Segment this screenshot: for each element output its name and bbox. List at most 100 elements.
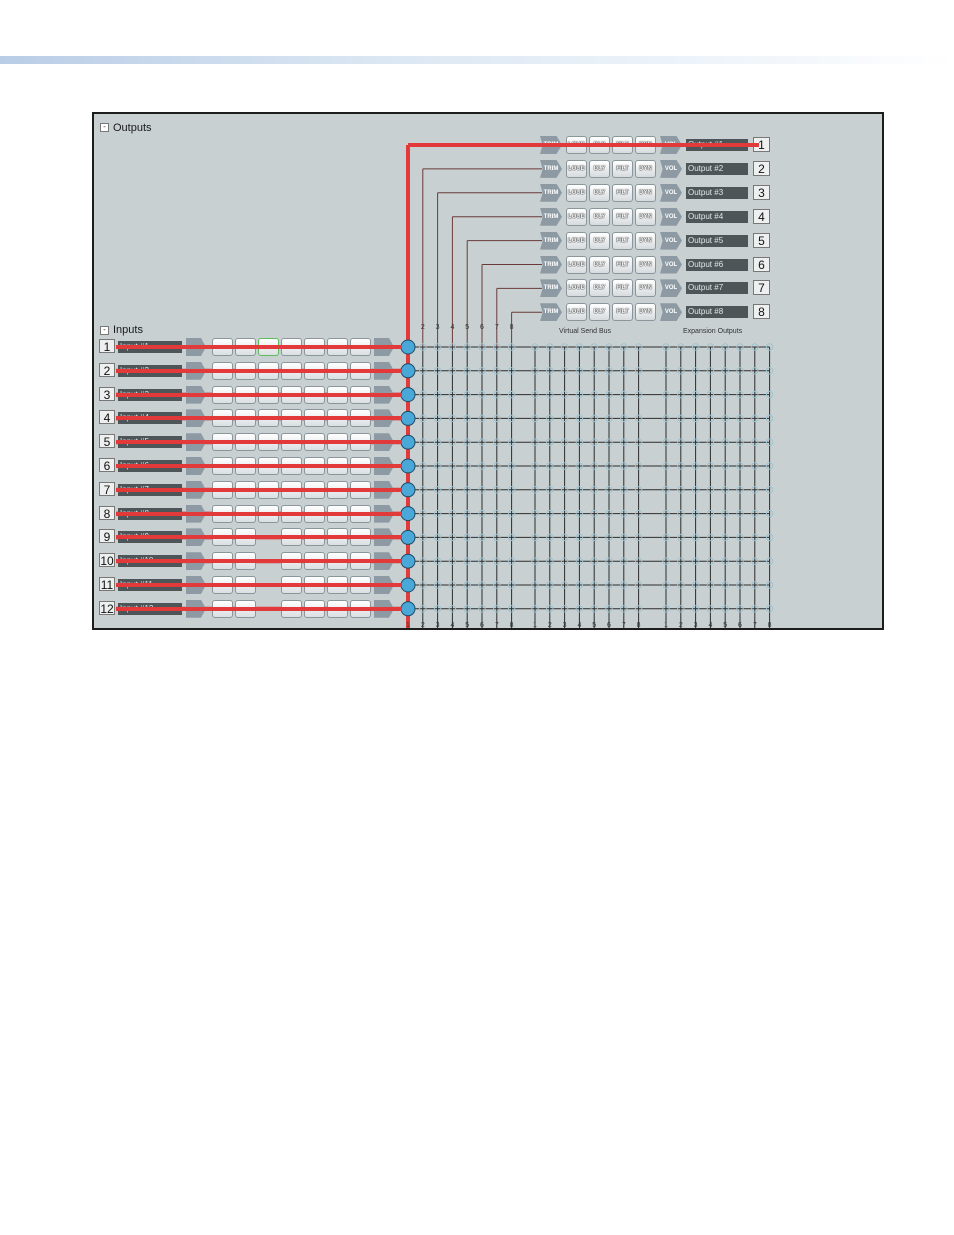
crosspoint-node[interactable] — [507, 486, 516, 494]
crosspoint-node[interactable] — [419, 462, 427, 470]
crosspoint-node[interactable] — [419, 509, 427, 518]
crosspoint-node[interactable] — [751, 557, 759, 565]
crosspoint-node[interactable] — [575, 509, 584, 518]
crosspoint-node[interactable] — [531, 343, 539, 351]
output-dly-block[interactable]: DLY — [589, 279, 610, 298]
crosspoint-node[interactable] — [531, 367, 539, 375]
route-node-active[interactable] — [400, 458, 416, 474]
crosspoint-node[interactable] — [751, 414, 759, 423]
output-trim-block[interactable]: TRIM — [540, 255, 562, 274]
crosspoint-node[interactable] — [736, 367, 744, 375]
output-dly-block[interactable]: DLY — [589, 183, 610, 202]
crosspoint-node[interactable] — [736, 605, 744, 613]
crosspoint-node[interactable] — [765, 581, 774, 589]
crosspoint-node[interactable] — [448, 557, 457, 565]
crosspoint-node[interactable] — [706, 581, 715, 589]
crosspoint-node[interactable] — [662, 557, 670, 565]
crosspoint-node[interactable] — [677, 486, 685, 494]
crosspoint-node[interactable] — [765, 605, 774, 613]
crosspoint-node[interactable] — [765, 414, 774, 423]
crosspoint-node[interactable] — [634, 509, 643, 518]
crosspoint-node[interactable] — [463, 581, 471, 589]
crosspoint-node[interactable] — [620, 438, 628, 446]
route-node-active[interactable] — [400, 601, 416, 617]
crosspoint-node[interactable] — [620, 533, 628, 542]
crosspoint-node[interactable] — [706, 605, 715, 613]
output-vol-block[interactable]: VOL — [660, 231, 682, 250]
crosspoint-node[interactable] — [620, 581, 628, 589]
crosspoint-node[interactable] — [463, 605, 471, 613]
crosspoint-node[interactable] — [765, 343, 774, 351]
crosspoint-node[interactable] — [662, 486, 670, 494]
crosspoint-node[interactable] — [575, 438, 584, 446]
output-trim-block[interactable]: TRIM — [540, 303, 562, 322]
crosspoint-node[interactable] — [448, 533, 457, 542]
crosspoint-node[interactable] — [448, 343, 457, 351]
crosspoint-node[interactable] — [575, 367, 584, 375]
route-node-active[interactable] — [400, 529, 416, 545]
crosspoint-node[interactable] — [736, 509, 744, 518]
crosspoint-node[interactable] — [677, 367, 685, 375]
crosspoint-node[interactable] — [721, 462, 729, 470]
crosspoint-node[interactable] — [691, 557, 700, 565]
crosspoint-node[interactable] — [433, 509, 442, 518]
crosspoint-node[interactable] — [507, 367, 516, 375]
crosspoint-node[interactable] — [736, 581, 744, 589]
output-trim-block[interactable]: TRIM — [540, 279, 562, 298]
crosspoint-node[interactable] — [531, 605, 539, 613]
crosspoint-node[interactable] — [706, 414, 715, 423]
crosspoint-node[interactable] — [605, 414, 613, 423]
crosspoint-node[interactable] — [605, 367, 613, 375]
crosspoint-node[interactable] — [736, 557, 744, 565]
crosspoint-node[interactable] — [706, 509, 715, 518]
crosspoint-node[interactable] — [765, 533, 774, 542]
output-loud-block[interactable]: LOUD — [566, 279, 587, 298]
crosspoint-node[interactable] — [765, 557, 774, 565]
crosspoint-node[interactable] — [507, 557, 516, 565]
crosspoint-node[interactable] — [706, 486, 715, 494]
crosspoint-node[interactable] — [507, 533, 516, 542]
crosspoint-node[interactable] — [433, 462, 442, 470]
crosspoint-node[interactable] — [531, 414, 539, 423]
crosspoint-node[interactable] — [433, 367, 442, 375]
crosspoint-node[interactable] — [493, 581, 501, 589]
crosspoint-node[interactable] — [634, 557, 643, 565]
crosspoint-node[interactable] — [531, 390, 539, 399]
output-name-field[interactable]: Output #3 — [686, 186, 748, 199]
crosspoint-node[interactable] — [575, 390, 584, 399]
crosspoint-node[interactable] — [751, 390, 759, 399]
crosspoint-node[interactable] — [493, 605, 501, 613]
crosspoint-node[interactable] — [677, 509, 685, 518]
crosspoint-node[interactable] — [677, 438, 685, 446]
crosspoint-node[interactable] — [546, 605, 554, 613]
crosspoint-node[interactable] — [662, 343, 670, 351]
route-node-active[interactable] — [400, 577, 416, 593]
crosspoint-node[interactable] — [765, 509, 774, 518]
crosspoint-node[interactable] — [721, 367, 729, 375]
crosspoint-node[interactable] — [463, 438, 471, 446]
crosspoint-node[interactable] — [721, 581, 729, 589]
output-filt-block[interactable]: FILT — [612, 207, 633, 226]
crosspoint-node[interactable] — [677, 581, 685, 589]
output-dyn-block[interactable]: DYN — [635, 279, 656, 298]
crosspoint-node[interactable] — [493, 462, 501, 470]
crosspoint-node[interactable] — [493, 557, 501, 565]
crosspoint-node[interactable] — [736, 343, 744, 351]
crosspoint-node[interactable] — [575, 581, 584, 589]
crosspoint-node[interactable] — [736, 390, 744, 399]
crosspoint-node[interactable] — [605, 533, 613, 542]
crosspoint-node[interactable] — [560, 390, 569, 399]
crosspoint-node[interactable] — [448, 438, 457, 446]
crosspoint-node[interactable] — [463, 414, 471, 423]
crosspoint-node[interactable] — [448, 462, 457, 470]
crosspoint-node[interactable] — [507, 438, 516, 446]
crosspoint-node[interactable] — [507, 414, 516, 423]
crosspoint-node[interactable] — [736, 438, 744, 446]
crosspoint-node[interactable] — [433, 390, 442, 399]
crosspoint-node[interactable] — [677, 343, 685, 351]
output-dyn-block[interactable]: DYN — [635, 231, 656, 250]
crosspoint-node[interactable] — [634, 605, 643, 613]
crosspoint-node[interactable] — [751, 462, 759, 470]
crosspoint-node[interactable] — [507, 343, 516, 351]
crosspoint-node[interactable] — [507, 462, 516, 470]
